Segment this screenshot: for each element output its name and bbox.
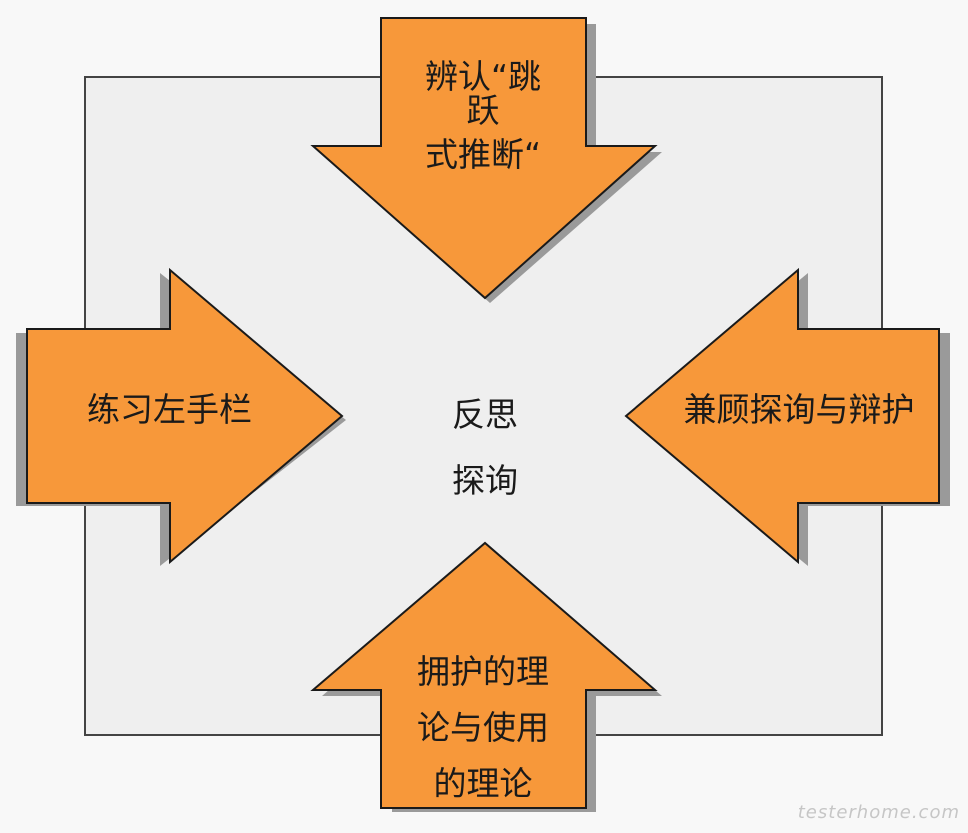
- watermark: testerhome.com: [797, 802, 960, 823]
- top-arrow-line-2: 跃: [466, 91, 500, 130]
- bottom-arrow: [310, 541, 658, 809]
- left-arrow: [26, 267, 344, 565]
- bottom-arrow-label: 拥护的理 论与使用 的理论: [380, 644, 586, 812]
- top-arrow-label: 辨认“跳 跃 式推断“: [380, 52, 586, 180]
- bottom-arrow-line-3: 的理论: [433, 764, 533, 803]
- right-arrow-label: 兼顾探询与辩护: [683, 390, 915, 429]
- center-line-1: 反思: [452, 395, 518, 434]
- bottom-arrow-line-1: 拥护的理: [417, 652, 549, 691]
- top-arrow-line-1: 辨认“跳: [424, 57, 542, 96]
- top-arrow: [310, 17, 658, 300]
- left-arrow-label: 练习左手栏: [87, 390, 252, 429]
- top-arrow-line-3: 式推断“: [424, 135, 542, 174]
- center-line-2: 探询: [452, 461, 518, 500]
- center-label: 反思 探询: [420, 382, 550, 514]
- right-arrow: [624, 267, 940, 565]
- bottom-arrow-line-2: 论与使用: [417, 708, 549, 747]
